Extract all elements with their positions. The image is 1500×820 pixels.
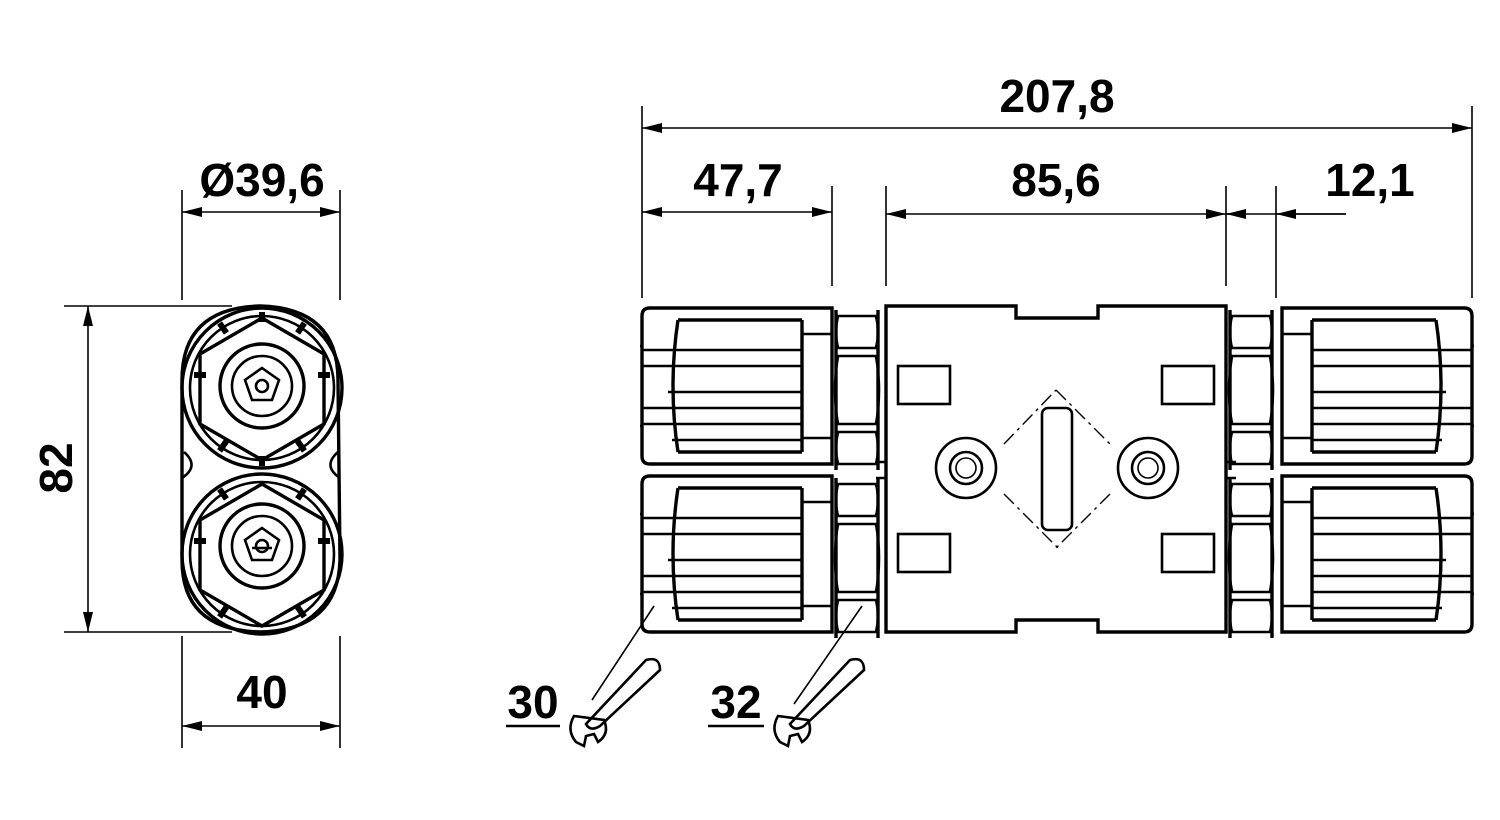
width-dimension: 40 bbox=[181, 636, 341, 748]
height-label: 82 bbox=[30, 442, 82, 493]
right-cable-nut-bottom bbox=[1280, 474, 1476, 634]
middle-length-dimension: 85,6 bbox=[885, 154, 1227, 286]
right-length-label: 12,1 bbox=[1325, 154, 1415, 206]
wrench-32: 32 bbox=[708, 605, 866, 748]
total-length-dimension: 207,8 bbox=[641, 70, 1473, 298]
right-hex-nut-top bbox=[1227, 308, 1275, 472]
width-label: 40 bbox=[236, 666, 287, 718]
total-length-label: 207,8 bbox=[999, 70, 1114, 122]
left-cable-nut-bottom bbox=[638, 474, 834, 634]
side-view: 207,8 47,7 85,6 12,1 30 bbox=[506, 70, 1476, 748]
top-connector-face bbox=[180, 306, 344, 470]
middle-length-label: 85,6 bbox=[1011, 154, 1101, 206]
left-hex-nut-top bbox=[833, 308, 881, 472]
left-length-dimension: 47,7 bbox=[642, 154, 833, 286]
right-length-dimension: 12,1 bbox=[1226, 154, 1415, 298]
bottom-connector-face bbox=[180, 472, 344, 636]
end-view: Ø39,6 82 40 bbox=[30, 154, 344, 748]
wrench-30-label: 30 bbox=[507, 676, 558, 728]
diameter-label: Ø39,6 bbox=[199, 154, 324, 206]
center-housing bbox=[876, 304, 1236, 634]
wrench-32-label: 32 bbox=[710, 676, 761, 728]
right-cable-nut-top bbox=[1280, 306, 1476, 466]
left-length-label: 47,7 bbox=[693, 154, 783, 206]
left-cable-nut-top bbox=[638, 306, 834, 466]
diameter-dimension: Ø39,6 bbox=[181, 154, 341, 300]
height-dimension: 82 bbox=[30, 305, 232, 633]
wrench-30: 30 bbox=[506, 605, 662, 748]
right-hex-nut-bottom bbox=[1227, 476, 1275, 640]
